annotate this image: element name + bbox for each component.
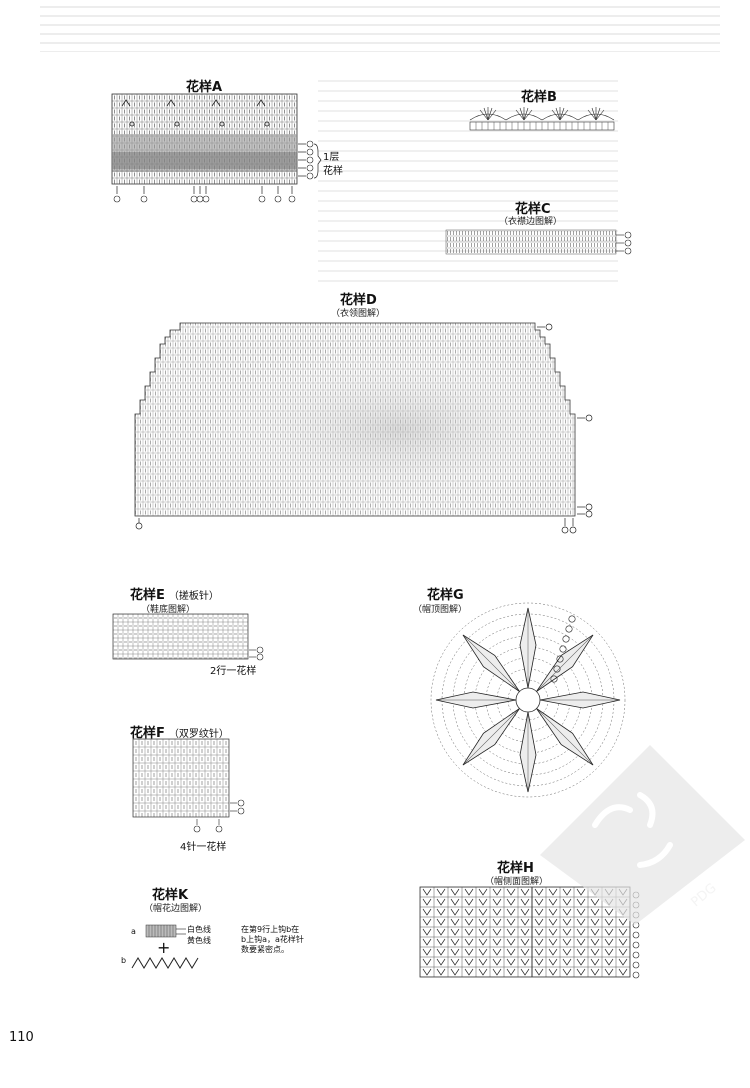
pattern-h-title: 花样H bbox=[497, 861, 534, 876]
pattern-k-white-yarn: 白色线 bbox=[187, 925, 211, 934]
pattern-g-subtitle: （帽顶图解） bbox=[413, 605, 468, 615]
pattern-f-note: （双罗纹针） bbox=[168, 729, 229, 740]
pattern-b-title: 花样B bbox=[521, 90, 557, 105]
pattern-e-note: （搓板针） bbox=[168, 591, 219, 602]
pattern-e-subtitle: （鞋底图解） bbox=[141, 605, 196, 615]
pattern-d-subtitle: （衣领图解） bbox=[331, 309, 386, 319]
pattern-c-subtitle: （衣襟边图解） bbox=[499, 217, 563, 227]
pattern-f-chart bbox=[132, 738, 245, 833]
pattern-e-repeat-label: 2行一花样 bbox=[210, 666, 257, 677]
page-number: 110 bbox=[9, 1030, 34, 1045]
pattern-a-bracket-label-2: 花样 bbox=[323, 166, 343, 177]
pattern-e-title-text: 花样E bbox=[130, 588, 165, 603]
pattern-e-chart bbox=[112, 613, 264, 661]
pattern-h-subtitle: （帽侧面图解） bbox=[485, 877, 549, 887]
pattern-k-plus: + bbox=[157, 938, 171, 957]
pattern-b-chart bbox=[469, 107, 615, 131]
pattern-k-chart bbox=[131, 924, 199, 969]
pattern-k-title: 花样K bbox=[152, 888, 189, 903]
pattern-k-label-a: a bbox=[131, 927, 136, 936]
pattern-d-chart bbox=[134, 322, 593, 534]
pattern-f-title: 花样F（双罗纹针） bbox=[130, 722, 229, 741]
pattern-a-bracket-label-1: 1层 bbox=[323, 152, 340, 163]
pattern-k-label-b: b bbox=[121, 956, 127, 965]
pattern-h-chart bbox=[419, 886, 640, 979]
pattern-f-repeat-label: 4针一花样 bbox=[180, 842, 227, 853]
pattern-d-title: 花样D bbox=[340, 293, 377, 308]
pattern-f-title-text: 花样F bbox=[130, 726, 165, 741]
pattern-k-instruction-2: b上钩a，a花样针 bbox=[241, 935, 304, 944]
pattern-e-title: 花样E（搓板针） bbox=[130, 584, 219, 603]
pattern-g-chart bbox=[430, 602, 626, 798]
watermark-stamp bbox=[540, 745, 745, 925]
pattern-k-instruction-1: 在第9行上钩b在 bbox=[241, 925, 300, 934]
pattern-a-title: 花样A bbox=[186, 80, 223, 95]
bleed-through-text-top bbox=[40, 6, 720, 52]
pattern-c-title: 花样C bbox=[515, 202, 551, 217]
pattern-k-subtitle: （帽花边图解） bbox=[144, 904, 208, 914]
pattern-k-instruction-3: 数要紧密点。 bbox=[241, 945, 289, 954]
pattern-c-chart bbox=[445, 229, 632, 255]
pattern-k-yellow-yarn: 黄色线 bbox=[187, 936, 211, 945]
pattern-g-title: 花样G bbox=[427, 588, 464, 603]
pattern-a-chart bbox=[111, 93, 322, 203]
